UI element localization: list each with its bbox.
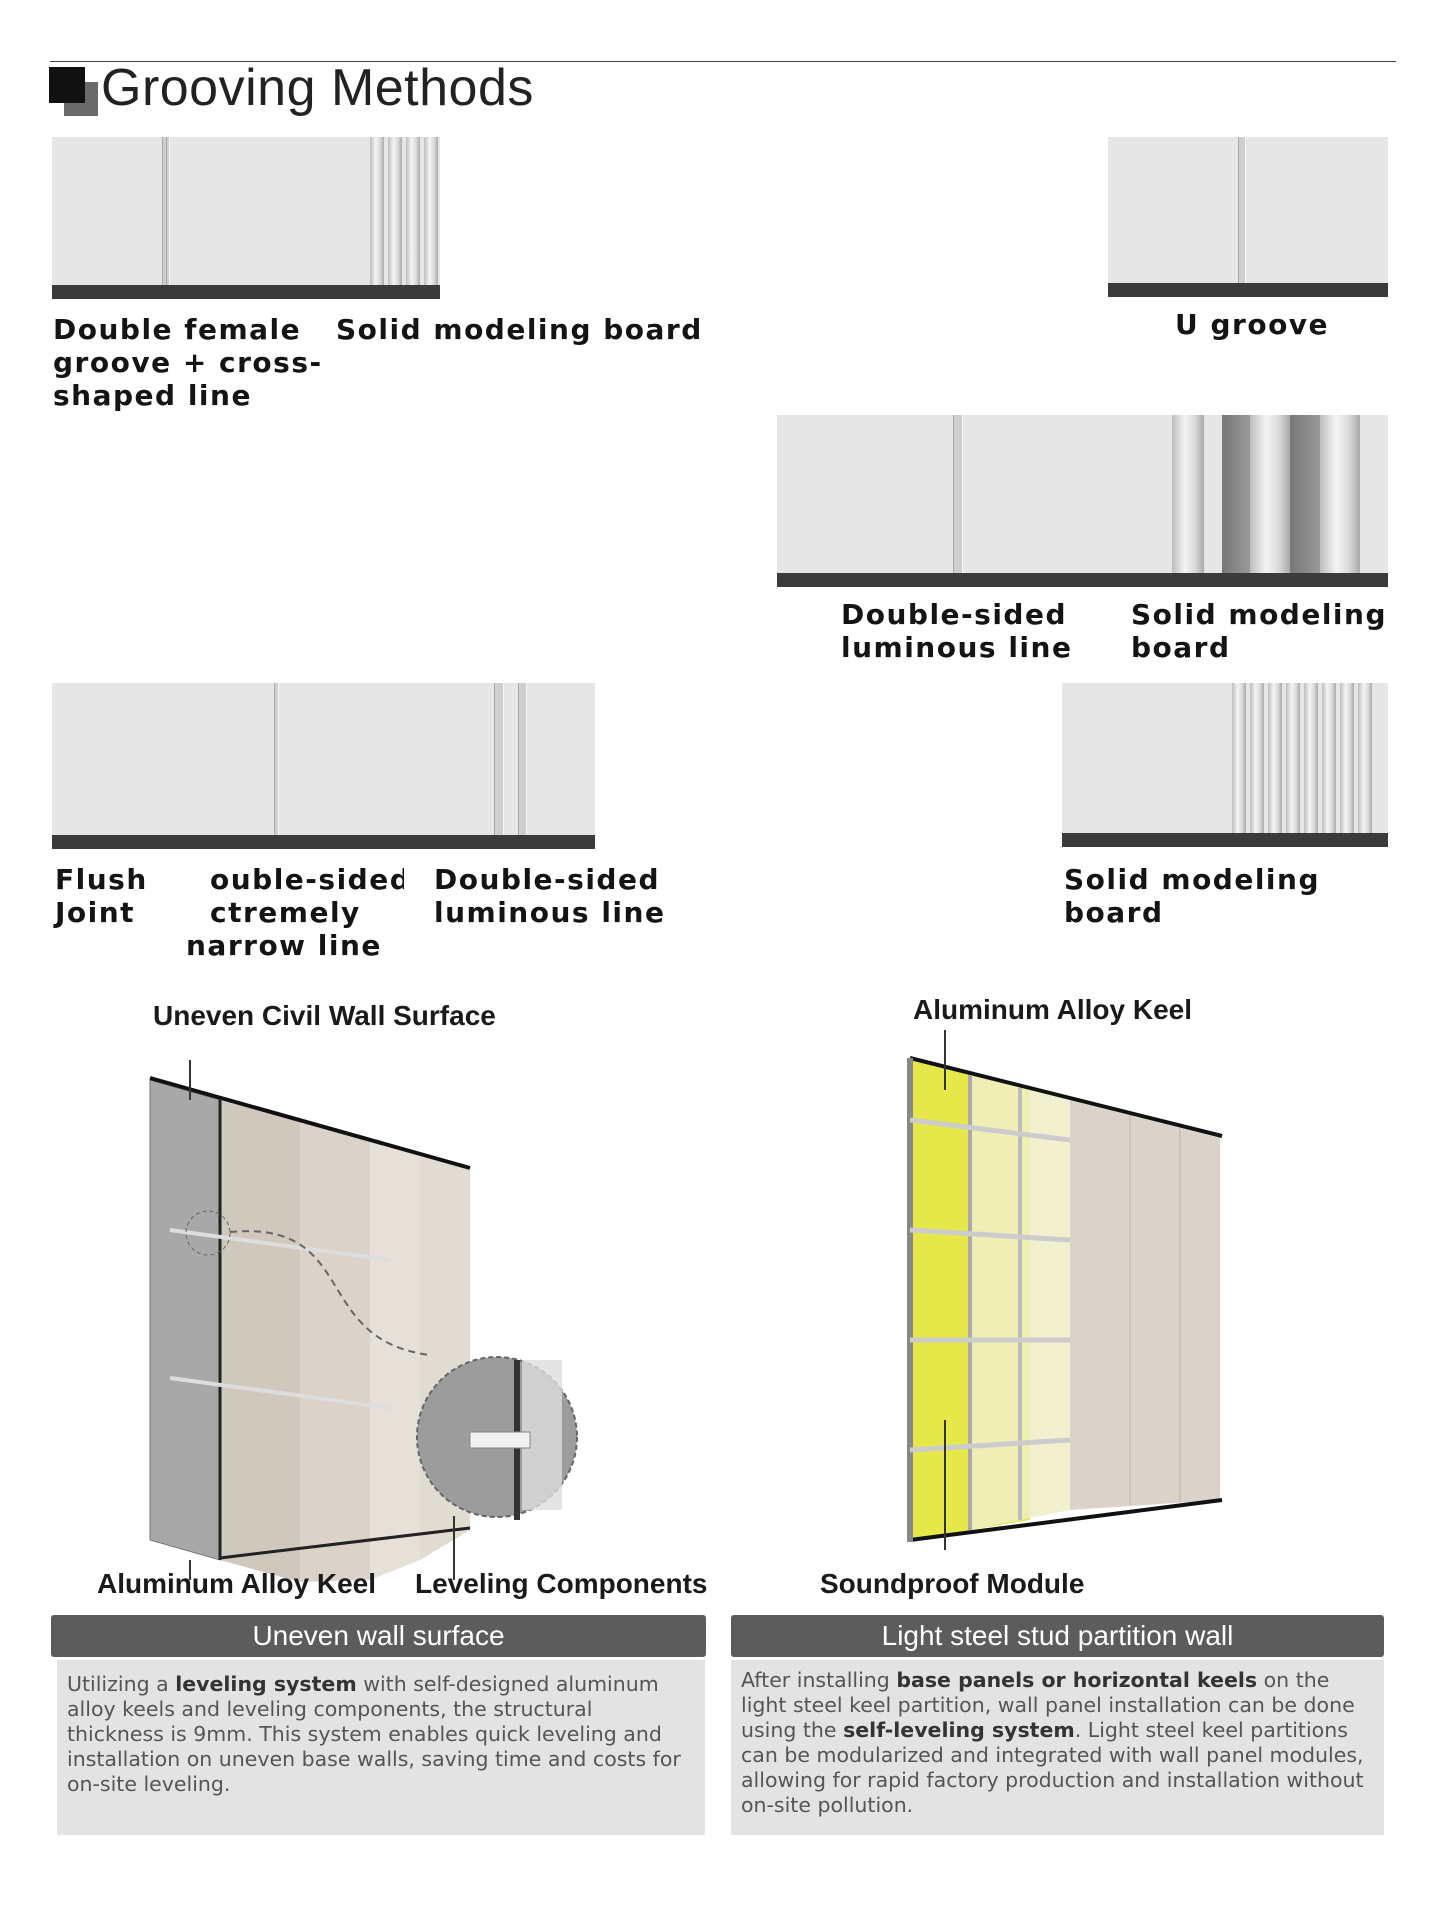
desc-uneven-wall: Utilizing a leveling system with self-de… [57,1660,705,1835]
caption-narrow-line: ouble-sided ctremely narrow line [186,863,404,962]
caption-line: luminous line [841,631,1073,664]
caption-line: ctremely [210,896,361,929]
desc-text: Utilizing a [67,1672,176,1696]
bottom-edge-line [219,1526,471,1560]
label-aluminum-alloy-keel-right: Aluminum Alloy Keel [913,994,1193,1025]
leveling-component-shape [469,1431,531,1449]
wall-panel [1070,1100,1220,1510]
caption-line: Double-sided [434,863,661,896]
panel-wavy-modeling-board [1062,683,1388,847]
caption-double-female-groove: Double female groove + cross- shaped lin… [53,313,323,412]
light-steel-stud-diagram [907,1030,1223,1550]
desc-bold-text: base panels or horizontal keels [896,1668,1258,1692]
desc-bold-text: self-leveling system [843,1718,1075,1742]
caption-line: Solid modeling [1064,863,1321,896]
caption-line: groove + cross- [53,346,323,379]
keel-rail [909,1437,1071,1453]
caption-line: Flush [55,863,148,896]
top-edge-line [149,1076,471,1170]
keel-rail [169,1228,391,1262]
detail-leader-path [229,1230,431,1356]
panel-flush-joint [52,683,595,849]
page-title: Grooving Methods [101,59,534,117]
bottom-edge-line [909,1498,1223,1542]
desc-text: After installing [741,1668,897,1692]
top-edge-line [909,1056,1223,1138]
label-soundproof-module: Soundproof Module [820,1568,1085,1599]
detail-marker [185,1210,231,1256]
caption-line: narrow line [186,929,382,962]
wall-panel [220,1100,300,1582]
caption-luminous-line-2: Double-sided luminous line [434,863,665,929]
keel-rail [909,1117,1071,1143]
caption-line: ouble-sided [210,863,404,896]
caption-line: luminous line [434,896,666,929]
desc-text: with self-designed aluminum alloy keels … [67,1672,681,1796]
caption-line: shaped line [53,379,252,412]
caption-line: Double-sided [841,598,1068,631]
caption-solid-modeling-board: Solid modeling board [336,313,703,346]
desc-light-steel-stud: After installing base panels or horizont… [731,1660,1384,1835]
label-uneven-civil-wall: Uneven Civil Wall Surface [153,1000,496,1031]
desc-bold-text: leveling system [175,1672,357,1696]
caption-line: Double female [53,313,302,346]
caption-solid-modeling-board-3: Solid modeling board [1064,863,1320,929]
caption-line: Solid modeling [1131,598,1388,631]
bar-uneven-wall-surface: Uneven wall surface [51,1615,706,1657]
uneven-wall-diagram [149,1060,578,1582]
caption-line: board [1064,896,1164,929]
panel-double-female-groove [52,137,440,299]
panel-luminous-line [777,415,1388,587]
label-leveling-components: Leveling Components [415,1568,708,1599]
civil-wall-shape [149,1079,221,1561]
wall-panel [300,1122,370,1582]
header-rule [50,61,1396,62]
caption-line: board [1131,631,1231,664]
caption-flush-joint: Flush Joint [55,863,148,929]
desc-text: on the light steel keel partition, wall … [741,1668,1355,1742]
caption-line: Joint [55,896,136,929]
caption-luminous-line: Double-sided luminous line [841,598,1072,664]
title-square-icon [49,67,85,103]
keel-rail [909,1227,1071,1243]
keel-rail [169,1376,391,1410]
wall-panel [370,1142,420,1580]
desc-text: . Light steel keel partitions can be mod… [741,1718,1364,1817]
caption-u-groove: U groove [1175,308,1330,341]
caption-solid-modeling-board-2: Solid modeling board [1131,598,1387,664]
panel-u-groove [1108,137,1388,297]
label-aluminum-alloy-keel-left: Aluminum Alloy Keel [97,1568,377,1599]
bar-light-steel-stud: Light steel stud partition wall [731,1615,1384,1657]
